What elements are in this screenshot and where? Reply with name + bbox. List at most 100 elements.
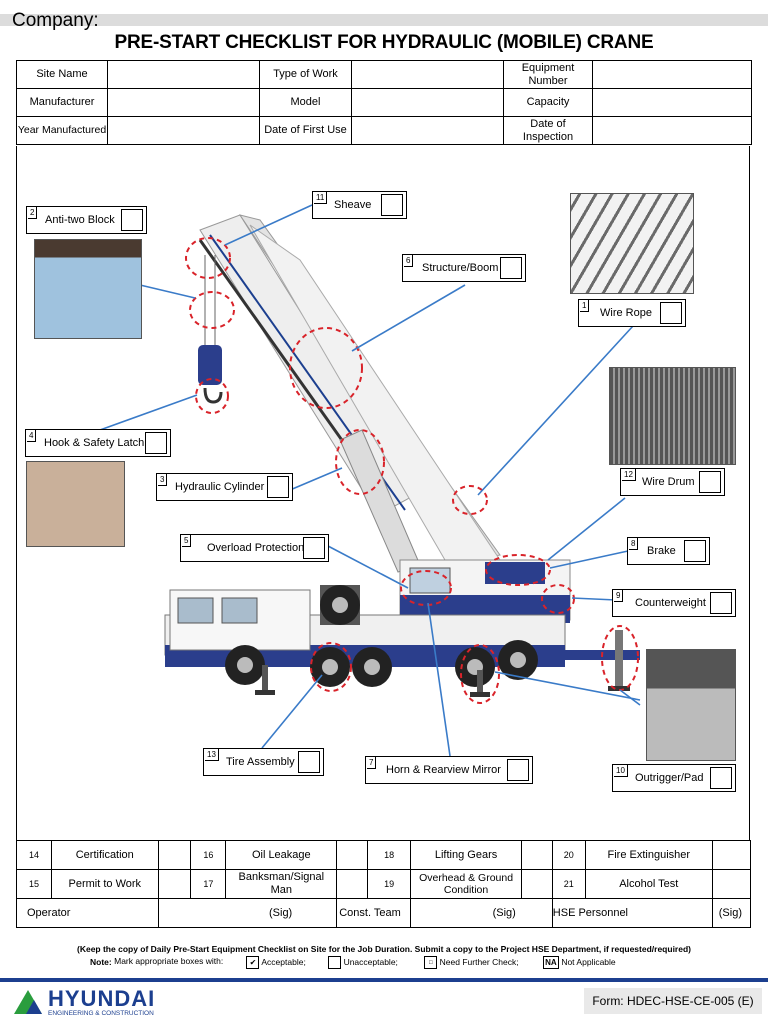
sheave-checkbox[interactable] bbox=[381, 194, 403, 216]
item-number: 14 bbox=[16, 840, 52, 870]
callout-hydraulic-cylinder: 3 Hydraulic Cylinder bbox=[156, 473, 293, 501]
counterweight-checkbox[interactable] bbox=[710, 592, 732, 614]
callout-outrigger-pad: 10 Outrigger/Pad bbox=[612, 764, 736, 792]
anti-two-block-checkbox[interactable] bbox=[121, 209, 143, 231]
wire-rope-checkbox[interactable] bbox=[660, 302, 682, 324]
certification-checkbox[interactable] bbox=[157, 840, 192, 870]
further-check-label: Need Further Check; bbox=[439, 956, 519, 967]
date-inspection-label: Date of Inspection bbox=[503, 116, 593, 145]
callout-horn-rearview-mirror: 7 Horn & Rearview Mirror bbox=[365, 756, 533, 784]
anti-two-block-photo bbox=[34, 239, 142, 339]
callout-hook-safety-latch: 4 Hook & Safety Latch bbox=[25, 429, 171, 457]
page-title: PRE-START CHECKLIST FOR HYDRAULIC (MOBIL… bbox=[114, 32, 654, 53]
fire-extinguisher-checkbox[interactable] bbox=[711, 840, 752, 870]
brake-checkbox[interactable] bbox=[684, 540, 706, 562]
model-label: Model bbox=[259, 88, 352, 117]
wire-rope-photo bbox=[570, 193, 694, 294]
hse-signature-field[interactable]: (Sig) bbox=[712, 898, 752, 928]
logo-mark-icon bbox=[14, 990, 42, 1014]
date-first-use-label: Date of First Use bbox=[259, 116, 352, 145]
acceptable-label: Acceptable; bbox=[261, 956, 306, 967]
hook-safety-latch-checkbox[interactable] bbox=[145, 432, 167, 454]
date-first-use-field[interactable] bbox=[351, 116, 504, 145]
callout-counterweight: 9 Counterweight bbox=[612, 589, 736, 617]
overhead-ground-condition-checkbox[interactable] bbox=[521, 869, 553, 899]
hydraulic-cylinder-checkbox[interactable] bbox=[267, 476, 289, 498]
hse-personnel-label: HSE Personnel bbox=[551, 898, 713, 928]
capacity-field[interactable] bbox=[592, 88, 752, 117]
form-number: Form: HDEC-HSE-CE-005 (E) bbox=[584, 988, 762, 1014]
footer-rule bbox=[0, 978, 768, 982]
fire-extinguisher-label: Fire Extinguisher bbox=[584, 840, 713, 870]
year-manufactured-label: Year Manufactured bbox=[16, 116, 108, 145]
empty-box-icon bbox=[328, 956, 342, 969]
callout-brake: 8 Brake bbox=[627, 537, 710, 565]
outrigger-photo bbox=[646, 649, 736, 761]
equipment-number-field[interactable] bbox=[592, 60, 752, 89]
capacity-label: Capacity bbox=[503, 88, 593, 117]
hook-photo bbox=[26, 461, 125, 547]
date-inspection-field[interactable] bbox=[592, 116, 752, 145]
company-label: Company: bbox=[12, 10, 99, 31]
callout-wire-drum: 12 Wire Drum bbox=[620, 468, 725, 496]
item-number: 21 bbox=[551, 869, 586, 899]
note-label: Note: bbox=[90, 956, 112, 967]
logo-wordmark: HYUNDAI bbox=[48, 986, 156, 1011]
horn-rearview-mirror-checkbox[interactable] bbox=[507, 759, 529, 781]
oil-leakage-checkbox[interactable] bbox=[336, 840, 369, 870]
wire-drum-photo bbox=[609, 367, 736, 465]
na-box: NA bbox=[542, 956, 559, 969]
alcohol-test-checkbox[interactable] bbox=[711, 869, 752, 899]
logo-subtitle: ENGINEERING & CONSTRUCTION bbox=[48, 1010, 154, 1017]
hyundai-logo: HYUNDAI ENGINEERING & CONSTRUCTION bbox=[12, 986, 172, 1025]
site-name-label: Site Name bbox=[16, 60, 108, 89]
item-number: 19 bbox=[367, 869, 412, 899]
oil-leakage-label: Oil Leakage bbox=[225, 840, 338, 870]
permit-to-work-label: Permit to Work bbox=[50, 869, 159, 899]
item-number: 15 bbox=[16, 869, 52, 899]
structure-boom-checkbox[interactable] bbox=[500, 257, 522, 279]
tire-assembly-checkbox[interactable] bbox=[298, 751, 320, 773]
equipment-number-label: Equipment Number bbox=[503, 60, 593, 89]
alcohol-test-label: Alcohol Test bbox=[584, 869, 713, 899]
manufacturer-label: Manufacturer bbox=[16, 88, 108, 117]
overhead-ground-condition-label: Overhead & Ground Condition bbox=[410, 869, 522, 899]
type-of-work-field[interactable] bbox=[351, 60, 504, 89]
year-manufactured-field[interactable] bbox=[107, 116, 260, 145]
callout-sheave: 11 Sheave bbox=[312, 191, 407, 219]
diagram-frame bbox=[16, 146, 750, 840]
type-of-work-label: Type of Work bbox=[259, 60, 352, 89]
banksman-signal-man-checkbox[interactable] bbox=[336, 869, 369, 899]
site-name-field[interactable] bbox=[107, 60, 260, 89]
item-number: 20 bbox=[551, 840, 586, 870]
callout-tire-assembly: 13 Tire Assembly bbox=[203, 748, 324, 776]
overload-protection-checkbox[interactable] bbox=[303, 537, 325, 559]
callout-anti-two-block: 2 Anti-two Block bbox=[26, 206, 147, 234]
callout-overload-protection: 5 Overload Protection bbox=[180, 534, 329, 562]
wire-drum-checkbox[interactable] bbox=[699, 471, 721, 493]
item-number: 17 bbox=[190, 869, 227, 899]
item-number: 16 bbox=[190, 840, 227, 870]
unacceptable-label: Unacceptable; bbox=[343, 956, 398, 967]
certification-label: Certification bbox=[50, 840, 159, 870]
manufacturer-field[interactable] bbox=[107, 88, 260, 117]
checkmark-icon: ✔ bbox=[246, 956, 260, 969]
top-band bbox=[0, 14, 768, 26]
additional-checklist-table: 14 Certification 16 Oil Leakage 18 Lifti… bbox=[16, 840, 752, 928]
model-field[interactable] bbox=[351, 88, 504, 117]
callout-wire-rope: 1 Wire Rope bbox=[578, 299, 686, 327]
permit-to-work-checkbox[interactable] bbox=[157, 869, 192, 899]
const-team-label: Const. Team bbox=[336, 898, 412, 928]
operator-label: Operator bbox=[16, 898, 159, 928]
mark-text: Mark appropriate boxes with: bbox=[114, 956, 224, 966]
lifting-gears-checkbox[interactable] bbox=[521, 840, 553, 870]
lifting-gears-label: Lifting Gears bbox=[410, 840, 522, 870]
banksman-signal-man-label: Banksman/Signal Man bbox=[225, 869, 338, 899]
outrigger-pad-checkbox[interactable] bbox=[710, 767, 732, 789]
const-team-signature-field[interactable]: (Sig) bbox=[410, 898, 553, 928]
keep-copy-note: (Keep the copy of Daily Pre-Start Equipm… bbox=[77, 944, 691, 954]
operator-signature-field[interactable]: (Sig) bbox=[157, 898, 338, 928]
item-number: 18 bbox=[367, 840, 412, 870]
not-applicable-label: Not Applicable bbox=[561, 956, 616, 967]
